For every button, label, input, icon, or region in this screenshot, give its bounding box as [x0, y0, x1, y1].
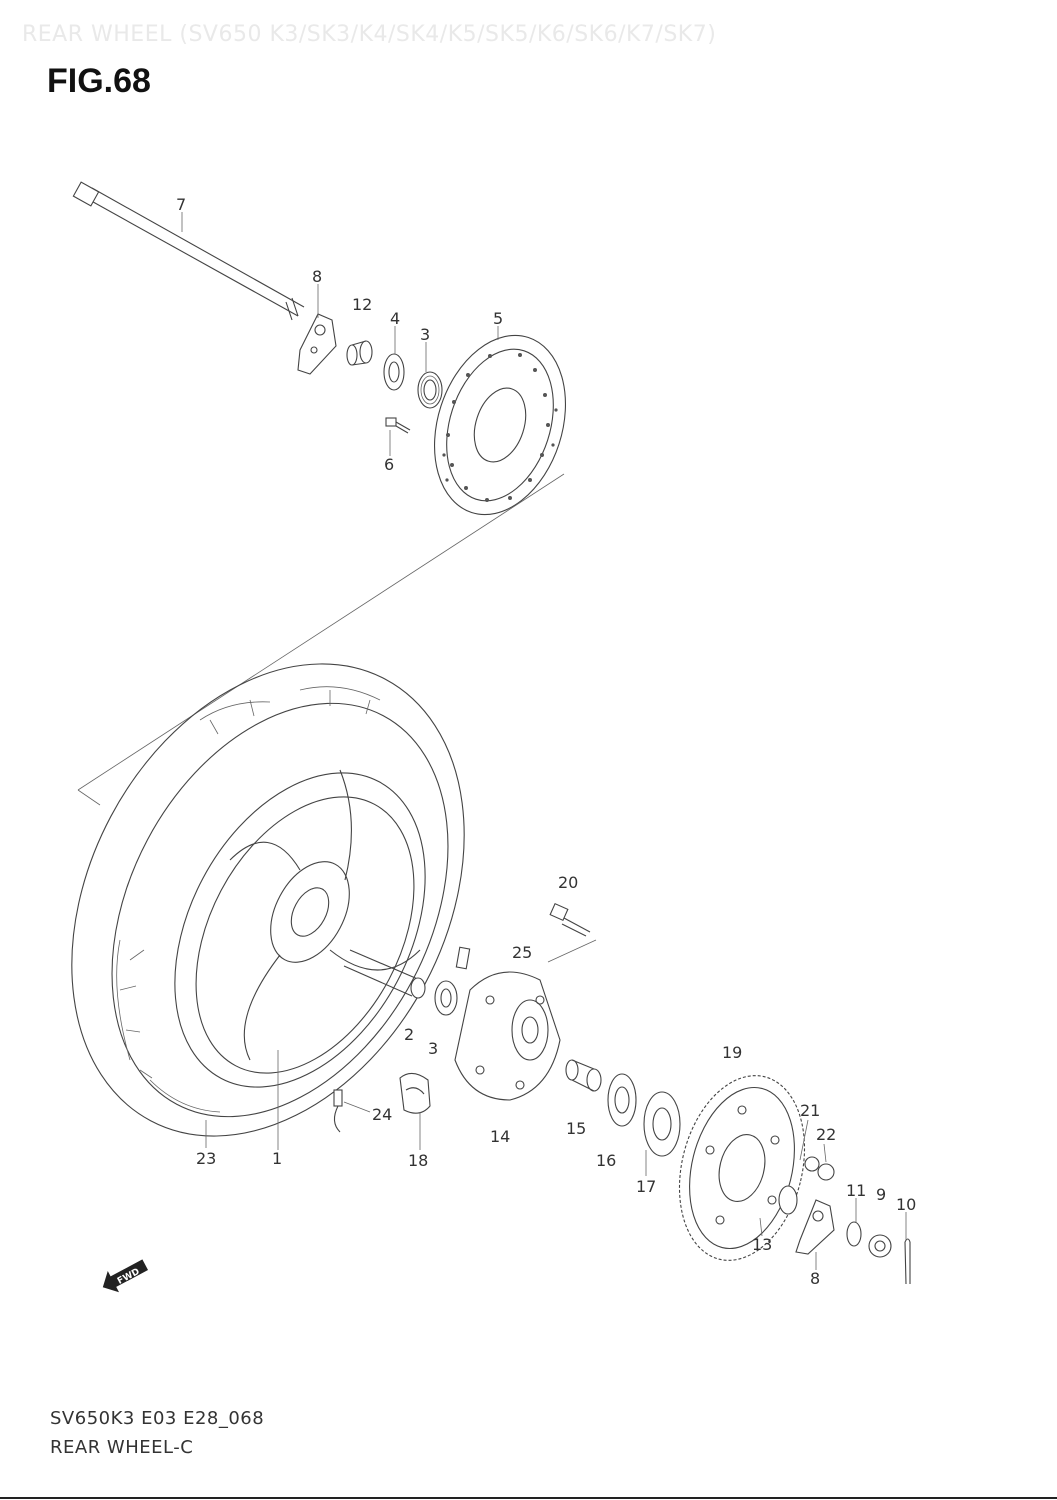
wheel-rim — [174, 769, 426, 1088]
tire-valve — [333, 1089, 343, 1133]
diagram-code: SV650K3 E03 E28_068 — [50, 1408, 265, 1429]
spacer-12 — [346, 340, 373, 366]
chain-adjuster-lower — [795, 1199, 835, 1255]
callout-11: 11 — [846, 1181, 866, 1200]
callout-10: 10 — [896, 1195, 916, 1214]
chain-adjuster-upper — [297, 313, 337, 375]
sprocket-drum — [454, 971, 561, 1101]
sprocket-bolt — [549, 902, 591, 937]
forward-direction-badge: FWD — [102, 1259, 149, 1293]
callout-14: 14 — [490, 1127, 510, 1146]
dowel-pin — [455, 946, 471, 970]
axle — [72, 181, 305, 321]
callout-20: 20 — [558, 873, 578, 892]
assembly-guide-lines — [77, 473, 597, 963]
bearing-upper — [417, 371, 443, 409]
callout-16: 16 — [596, 1151, 616, 1170]
drum-spacer — [565, 1059, 602, 1092]
callout-3-lower: 3 — [428, 1039, 438, 1058]
callout-9: 9 — [876, 1185, 886, 1204]
axle-nut — [868, 1234, 892, 1258]
callout-25: 25 — [512, 943, 532, 962]
oil-seal-4 — [383, 353, 405, 391]
figure-number: FIG.68 — [47, 62, 151, 100]
callout-2: 2 — [404, 1025, 414, 1044]
sprocket-spacer — [778, 1185, 798, 1215]
callout-leaders — [181, 212, 907, 1270]
callout-21: 21 — [800, 1101, 820, 1120]
callout-13: 13 — [752, 1235, 772, 1254]
callout-19: 19 — [722, 1043, 742, 1062]
callout-12: 12 — [352, 295, 372, 314]
callout-15: 15 — [566, 1119, 586, 1138]
callout-22: 22 — [816, 1125, 836, 1144]
rear-sprocket — [678, 1075, 806, 1261]
callout-6: 6 — [384, 455, 394, 474]
sprocket-nut — [804, 1156, 835, 1181]
cotter-pin — [904, 1238, 911, 1285]
callout-8-upper: 8 — [312, 267, 322, 286]
rear-tire — [71, 663, 465, 1137]
callout-5: 5 — [493, 309, 503, 328]
callout-23: 23 — [196, 1149, 216, 1168]
callout-4: 4 — [390, 309, 400, 328]
callout-8-lower: 8 — [810, 1269, 820, 1288]
disc-bolt — [385, 417, 411, 434]
axle-washer — [846, 1221, 862, 1247]
callout-24: 24 — [372, 1105, 392, 1124]
callout-18: 18 — [408, 1151, 428, 1170]
callout-1: 1 — [272, 1149, 282, 1168]
brake-disc — [433, 334, 567, 516]
diagram-header-title: REAR WHEEL (SV650 K3/SK3/K4/SK4/K5/SK5/K… — [22, 22, 717, 47]
callout-labels: 7 8 12 4 3 5 6 20 25 2 3 19 21 22 24 14 … — [176, 195, 916, 1288]
bearing-lower — [434, 980, 458, 1016]
wheel-spacer — [343, 949, 426, 999]
damper-cushion — [399, 1072, 431, 1114]
callout-3-upper: 3 — [420, 325, 430, 344]
page-border-bottom — [0, 1497, 1057, 1499]
callout-7: 7 — [176, 195, 186, 214]
drum-bearing — [607, 1073, 637, 1127]
forward-arrow-icon — [102, 1259, 149, 1293]
callout-17: 17 — [636, 1177, 656, 1196]
drum-oil-seal — [643, 1091, 681, 1157]
diagram-name: REAR WHEEL-C — [50, 1437, 194, 1458]
